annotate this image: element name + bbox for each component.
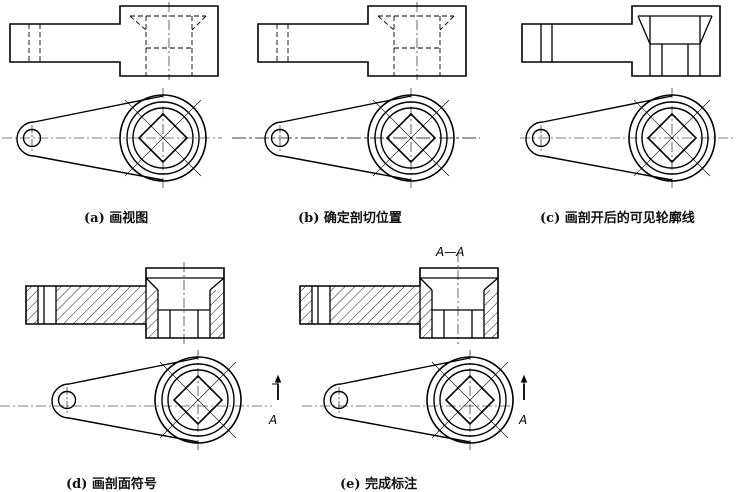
section-title-label: A—A	[435, 245, 464, 259]
caption-b: (b) 确定剖切位置	[298, 211, 402, 226]
panel-b-drawing	[232, 2, 480, 191]
caption-c: (c) 画剖开后的可见轮廓线	[540, 211, 695, 226]
panel-c-drawing	[520, 5, 734, 191]
caption-a: (a) 画视图	[84, 211, 149, 226]
cut-label-left: A	[268, 413, 277, 427]
panel-e-drawing	[299, 252, 514, 453]
panel-a-drawing	[2, 2, 222, 191]
caption-e: (e) 完成标注	[340, 477, 418, 492]
cut-label-right: A	[518, 413, 527, 427]
cutting-plane-symbols	[272, 374, 528, 400]
caption-d: (d) 画剖面符号	[66, 477, 157, 492]
panel-d-drawing	[25, 262, 242, 453]
